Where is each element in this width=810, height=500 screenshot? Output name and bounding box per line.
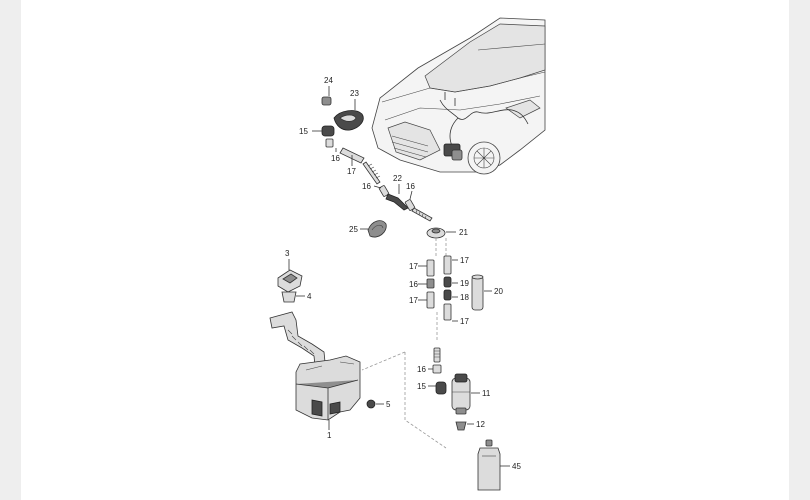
part-15-lower: 15	[417, 381, 447, 395]
hose-stack-right: 17 19 18 17	[443, 255, 469, 326]
part-25-clip: 25	[349, 220, 387, 238]
callout-17-right-top: 17	[460, 256, 469, 265]
callout-17-right-bottom: 17	[460, 317, 469, 326]
callout-22: 22	[393, 174, 402, 183]
part-45-fluid-bottle: 45	[477, 439, 521, 491]
part-24: 24	[321, 76, 333, 106]
part-3-cap: 3	[277, 249, 303, 293]
part-23-washer-nozzle: 23	[333, 89, 364, 131]
callout-23: 23	[350, 89, 359, 98]
part-11-washer-pump: 11	[451, 373, 491, 415]
callout-16-right: 16	[406, 182, 415, 191]
callout-20: 20	[494, 287, 503, 296]
vehicle-front-illustration	[371, 17, 546, 175]
part-5-grommet: 5	[366, 399, 391, 409]
callout-16-stack: 16	[409, 280, 418, 289]
callout-17-stack-b: 17	[409, 296, 418, 305]
callout-3: 3	[285, 249, 290, 258]
callout-16-left: 16	[362, 182, 371, 191]
callout-15-upper: 15	[299, 127, 308, 136]
callout-16-lower: 16	[417, 365, 426, 374]
callout-15-lower: 15	[417, 382, 426, 391]
callout-4: 4	[307, 292, 312, 301]
hose-stack-left: 17 16 17	[409, 259, 435, 309]
callout-17-upper: 17	[347, 167, 356, 176]
hose-section	[362, 161, 381, 185]
callout-12: 12	[476, 420, 485, 429]
callout-18: 18	[460, 293, 469, 302]
part-17-upper: 17	[339, 147, 365, 176]
callout-24: 24	[324, 76, 333, 85]
part-15-upper: 15	[299, 125, 335, 137]
part-1-washer-reservoir: 1	[269, 311, 361, 440]
part-4-filter: 4	[281, 291, 312, 303]
callout-45: 45	[512, 462, 521, 471]
callout-11: 11	[482, 389, 491, 398]
callout-17-stack-a: 17	[409, 262, 418, 271]
callout-5: 5	[386, 400, 391, 409]
part-20-sleeve: 20	[471, 274, 503, 311]
part-21-grommet: 21	[426, 227, 468, 239]
callout-21: 21	[459, 228, 468, 237]
part-22-connector: 16 22 16	[362, 174, 433, 222]
callout-16-upper: 16	[331, 154, 340, 163]
part-16-lower: 16	[417, 347, 442, 374]
part-12-grommet: 12	[455, 420, 485, 431]
callout-1: 1	[327, 431, 332, 440]
part-16-upper: 16	[325, 138, 340, 163]
callout-25: 25	[349, 225, 358, 234]
callout-19: 19	[460, 279, 469, 288]
